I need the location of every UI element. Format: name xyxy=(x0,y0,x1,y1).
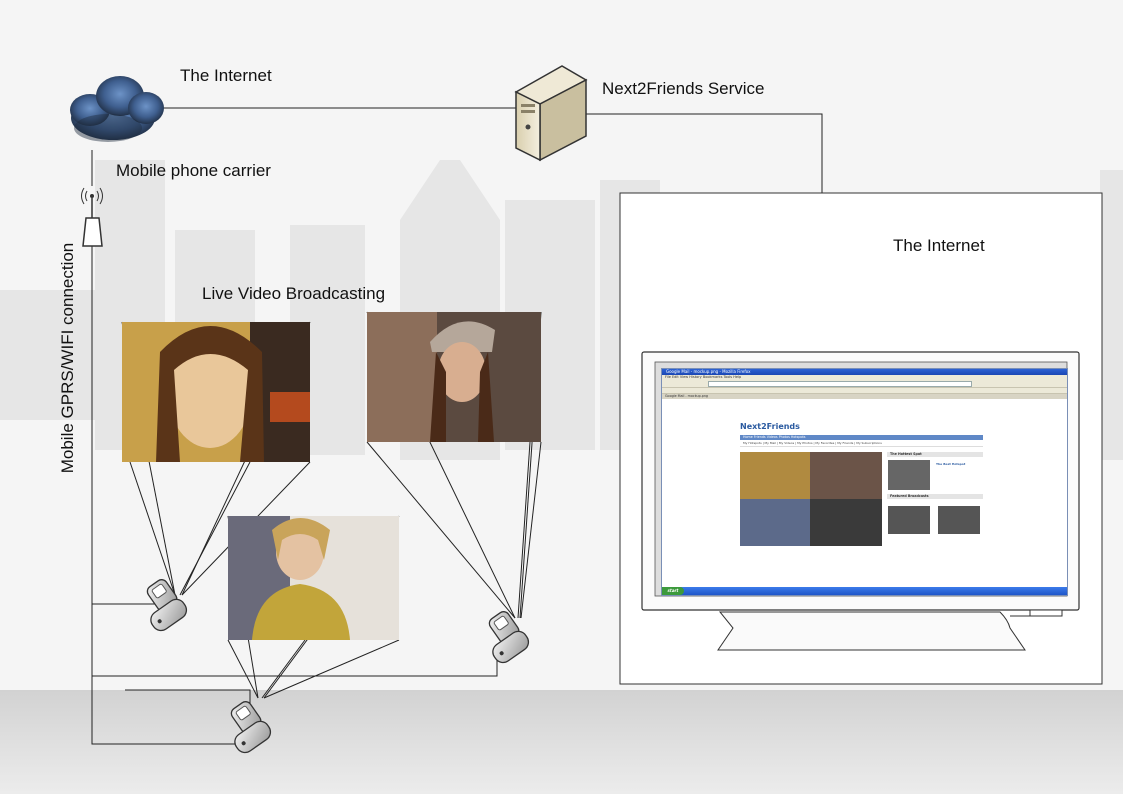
cloud-icon xyxy=(70,76,164,142)
browser-url-field xyxy=(708,381,972,387)
browser-menu: File Edit View History Bookmarks Tools H… xyxy=(662,375,1067,380)
mobile-phone-icon xyxy=(230,701,272,754)
grid-video-2 xyxy=(810,452,882,499)
start-button: start xyxy=(662,587,684,595)
video-thumbnail-1 xyxy=(122,322,310,462)
browser-screenshot: Google Mail - mockup.png - Mozilla Firef… xyxy=(661,368,1068,596)
server-icon xyxy=(514,65,588,162)
hotspot-thumb xyxy=(888,460,930,490)
server-label: Next2Friends Service xyxy=(602,79,765,98)
internet-label-right: The Internet xyxy=(893,236,985,255)
grid-video-4 xyxy=(810,499,882,546)
browser-title-bar: Google Mail - mockup.png - Mozilla Firef… xyxy=(662,369,1067,375)
browser-tab: Google Mail - mockup.png xyxy=(662,394,1067,399)
os-taskbar xyxy=(662,587,1067,595)
hottest-spot-header: The Hottest Spot xyxy=(887,452,983,457)
site-subnav: My Hotspots | My Mail | My Videos | My P… xyxy=(740,441,983,447)
brand-logo: Next2Friends xyxy=(740,422,800,431)
mobile-phone-icon xyxy=(146,579,188,632)
page-content: Next2Friends Home Friends Videos Photos … xyxy=(662,402,1067,580)
featured-thumb-2 xyxy=(938,506,980,534)
browser-bookmarks xyxy=(662,388,1067,394)
video-thumbnail-2 xyxy=(367,312,541,442)
site-nav: Home Friends Videos Photos Hotspots xyxy=(740,435,983,440)
carrier-label: Mobile phone carrier xyxy=(116,161,271,180)
grid-video-3 xyxy=(740,499,810,546)
mobile-phone-icon xyxy=(488,611,530,664)
grid-video-1 xyxy=(740,452,810,499)
browser-toolbar xyxy=(662,380,1067,388)
internet-label-top: The Internet xyxy=(180,66,272,85)
featured-header: Featured Broadcasts xyxy=(887,494,983,499)
best-hotspot-link: The Best Hotspot xyxy=(936,462,966,466)
antenna-icon xyxy=(81,187,103,247)
featured-thumb-1 xyxy=(888,506,930,534)
video-thumbnail-3 xyxy=(228,516,399,640)
connection-label: Mobile GPRS/WIFI connection xyxy=(58,242,77,474)
broadcast-label: Live Video Broadcasting xyxy=(202,284,386,303)
